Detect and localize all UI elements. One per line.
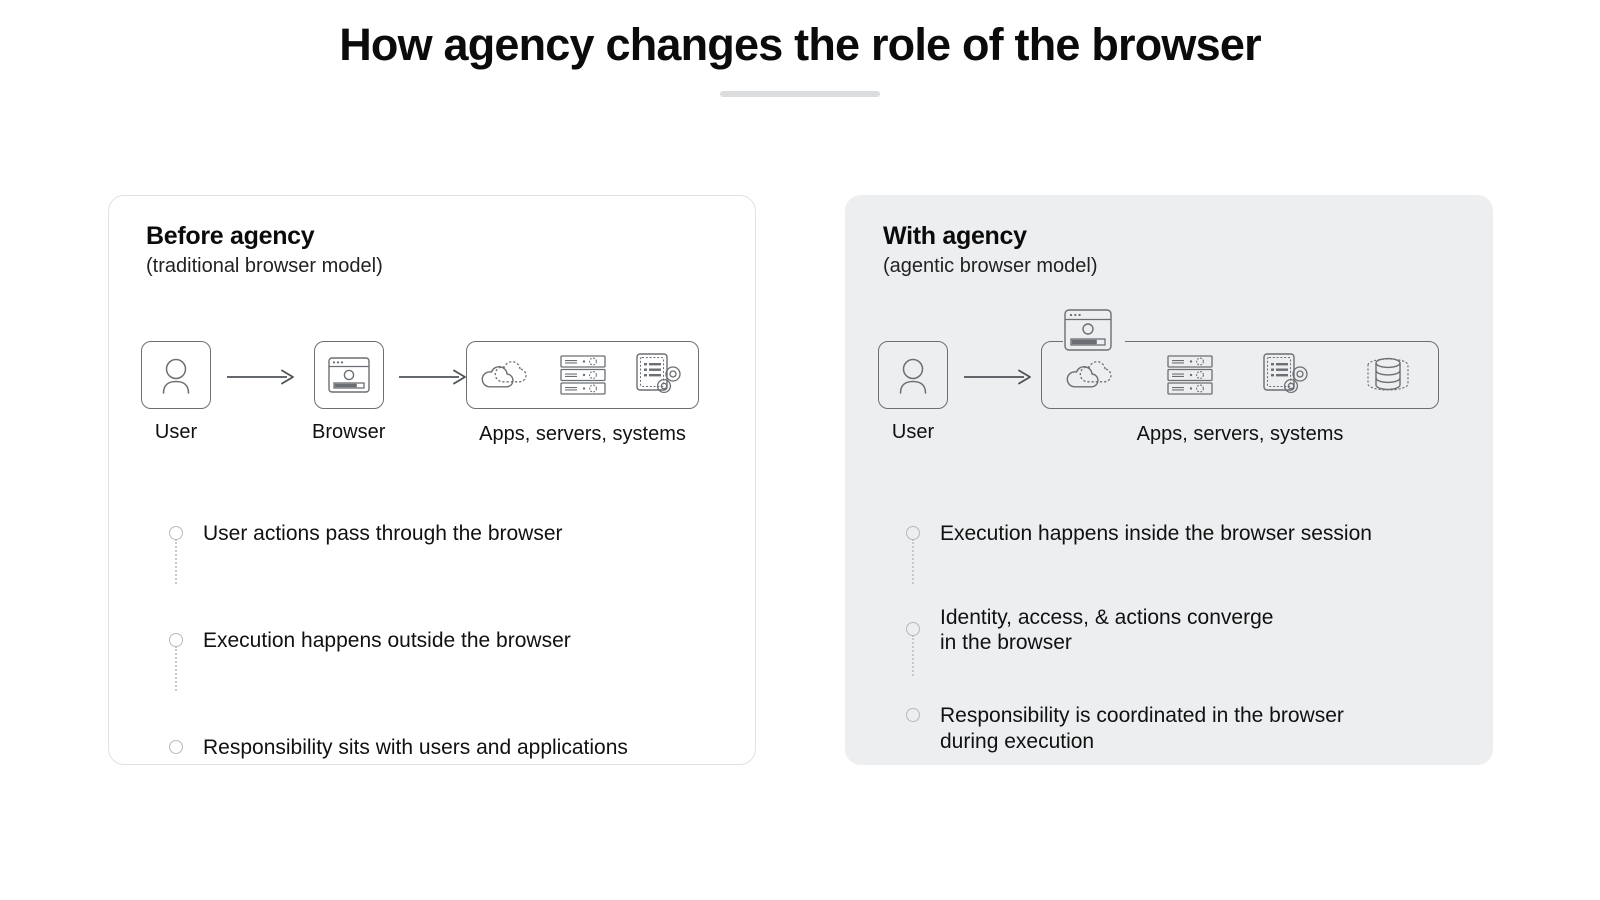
browser-window-icon — [327, 357, 370, 393]
bullet-text: Execution happens outside the browser — [203, 629, 571, 652]
user-node-box — [878, 341, 948, 409]
arrow-user-to-browser — [227, 369, 297, 385]
browser-node-box — [313, 341, 384, 409]
card-left-subtitle: (traditional browser model) — [146, 255, 383, 277]
cluster-frame-right — [1041, 341, 1439, 409]
bullet-circle-icon — [906, 708, 920, 723]
title-block: How agency changes the role of the brows… — [0, 18, 1600, 98]
cluster-apps-servers-systems-left — [466, 341, 699, 409]
user-icon — [162, 358, 190, 394]
bullet-text: Responsibility sits with users and appli… — [203, 736, 628, 759]
bullet-marker — [898, 605, 928, 676]
cloud-icon — [481, 361, 527, 388]
bullet-circle-icon — [169, 633, 183, 647]
node-user: User — [878, 341, 948, 442]
bullet-marker — [161, 521, 191, 584]
cluster-label-left: Apps, servers, systems — [479, 423, 686, 445]
bullet-circle-icon — [169, 526, 183, 540]
bullet-connector-line — [912, 635, 914, 676]
node-user-label: User — [154, 421, 198, 443]
node-browser: Browser — [312, 341, 385, 442]
bullet-connector-line — [175, 646, 177, 691]
bullet-circle-icon — [906, 526, 920, 540]
cluster-icons-left — [466, 341, 699, 409]
card-before-agency: Before agency (traditional browser model… — [108, 195, 756, 765]
user-node-box — [141, 341, 211, 409]
bullet-text: Execution happens inside the browser ses… — [940, 522, 1372, 545]
card-right-subtitle: (agentic browser model) — [883, 255, 1098, 277]
list-item: Responsibility sits with users and appli… — [161, 735, 731, 771]
cluster-icons-right — [1041, 341, 1439, 409]
database-icon — [1367, 357, 1409, 391]
floating-browser-node — [1064, 309, 1112, 351]
cluster-label-right: Apps, servers, systems — [1136, 423, 1344, 445]
bullet-marker — [898, 521, 928, 584]
user-icon — [899, 358, 927, 394]
card-right-title: With agency — [883, 222, 1027, 250]
server-rack-icon — [1167, 355, 1213, 395]
diagram-with-agency: User — [846, 309, 1492, 471]
list-item: Identity, access, & actions converge in … — [898, 605, 1468, 676]
cluster-apps-servers-systems-right — [1041, 338, 1439, 409]
list-item: Responsibility is coordinated in the bro… — [898, 703, 1468, 753]
cluster-frame-left — [466, 341, 699, 409]
spacer — [898, 557, 1468, 605]
card-with-agency: With agency (agentic browser model) User — [845, 195, 1493, 765]
bullet-connector-line — [912, 539, 914, 584]
spacer — [161, 557, 731, 628]
card-left-title: Before agency — [146, 222, 315, 250]
spacer — [898, 655, 1468, 703]
page-title: How agency changes the role of the brows… — [339, 19, 1261, 70]
cloud-icon — [1066, 361, 1112, 388]
bullet-text: Responsibility is coordinated in the bro… — [940, 704, 1344, 753]
bullet-marker — [161, 628, 191, 691]
list-item: Execution happens inside the browser ses… — [898, 521, 1468, 584]
list-item: User actions pass through the browser — [161, 521, 731, 584]
server-rack-icon — [560, 355, 607, 395]
node-user-label: User — [891, 421, 935, 443]
title-underline-bar — [720, 91, 880, 98]
bullet-circle-icon — [906, 622, 920, 636]
spacer — [161, 664, 731, 735]
bullet-list-right: Execution happens inside the browser ses… — [898, 521, 1468, 754]
node-browser-label: Browser — [312, 421, 386, 443]
bullet-marker — [898, 703, 928, 723]
card-left-heading-group: Before agency (traditional browser model… — [146, 221, 383, 279]
document-gears-icon — [636, 353, 681, 394]
diagram-before-agency: User Brows — [109, 341, 755, 471]
list-item: Execution happens outside the browser — [161, 628, 731, 691]
bullet-circle-icon — [169, 740, 183, 754]
bullet-list-left: User actions pass through the browser Ex… — [161, 521, 731, 771]
bullet-text: User actions pass through the browser — [203, 522, 563, 545]
bullet-marker — [161, 735, 191, 754]
arrow-user-to-systems — [964, 369, 1034, 385]
bullet-text: Identity, access, & actions converge in … — [940, 606, 1274, 655]
card-right-heading-group: With agency (agentic browser model) — [883, 221, 1098, 279]
document-gears-icon — [1263, 353, 1308, 394]
node-user: User — [141, 341, 211, 442]
bullet-connector-line — [175, 539, 177, 584]
browser-window-icon — [1064, 309, 1112, 351]
arrow-browser-to-systems — [399, 369, 469, 385]
